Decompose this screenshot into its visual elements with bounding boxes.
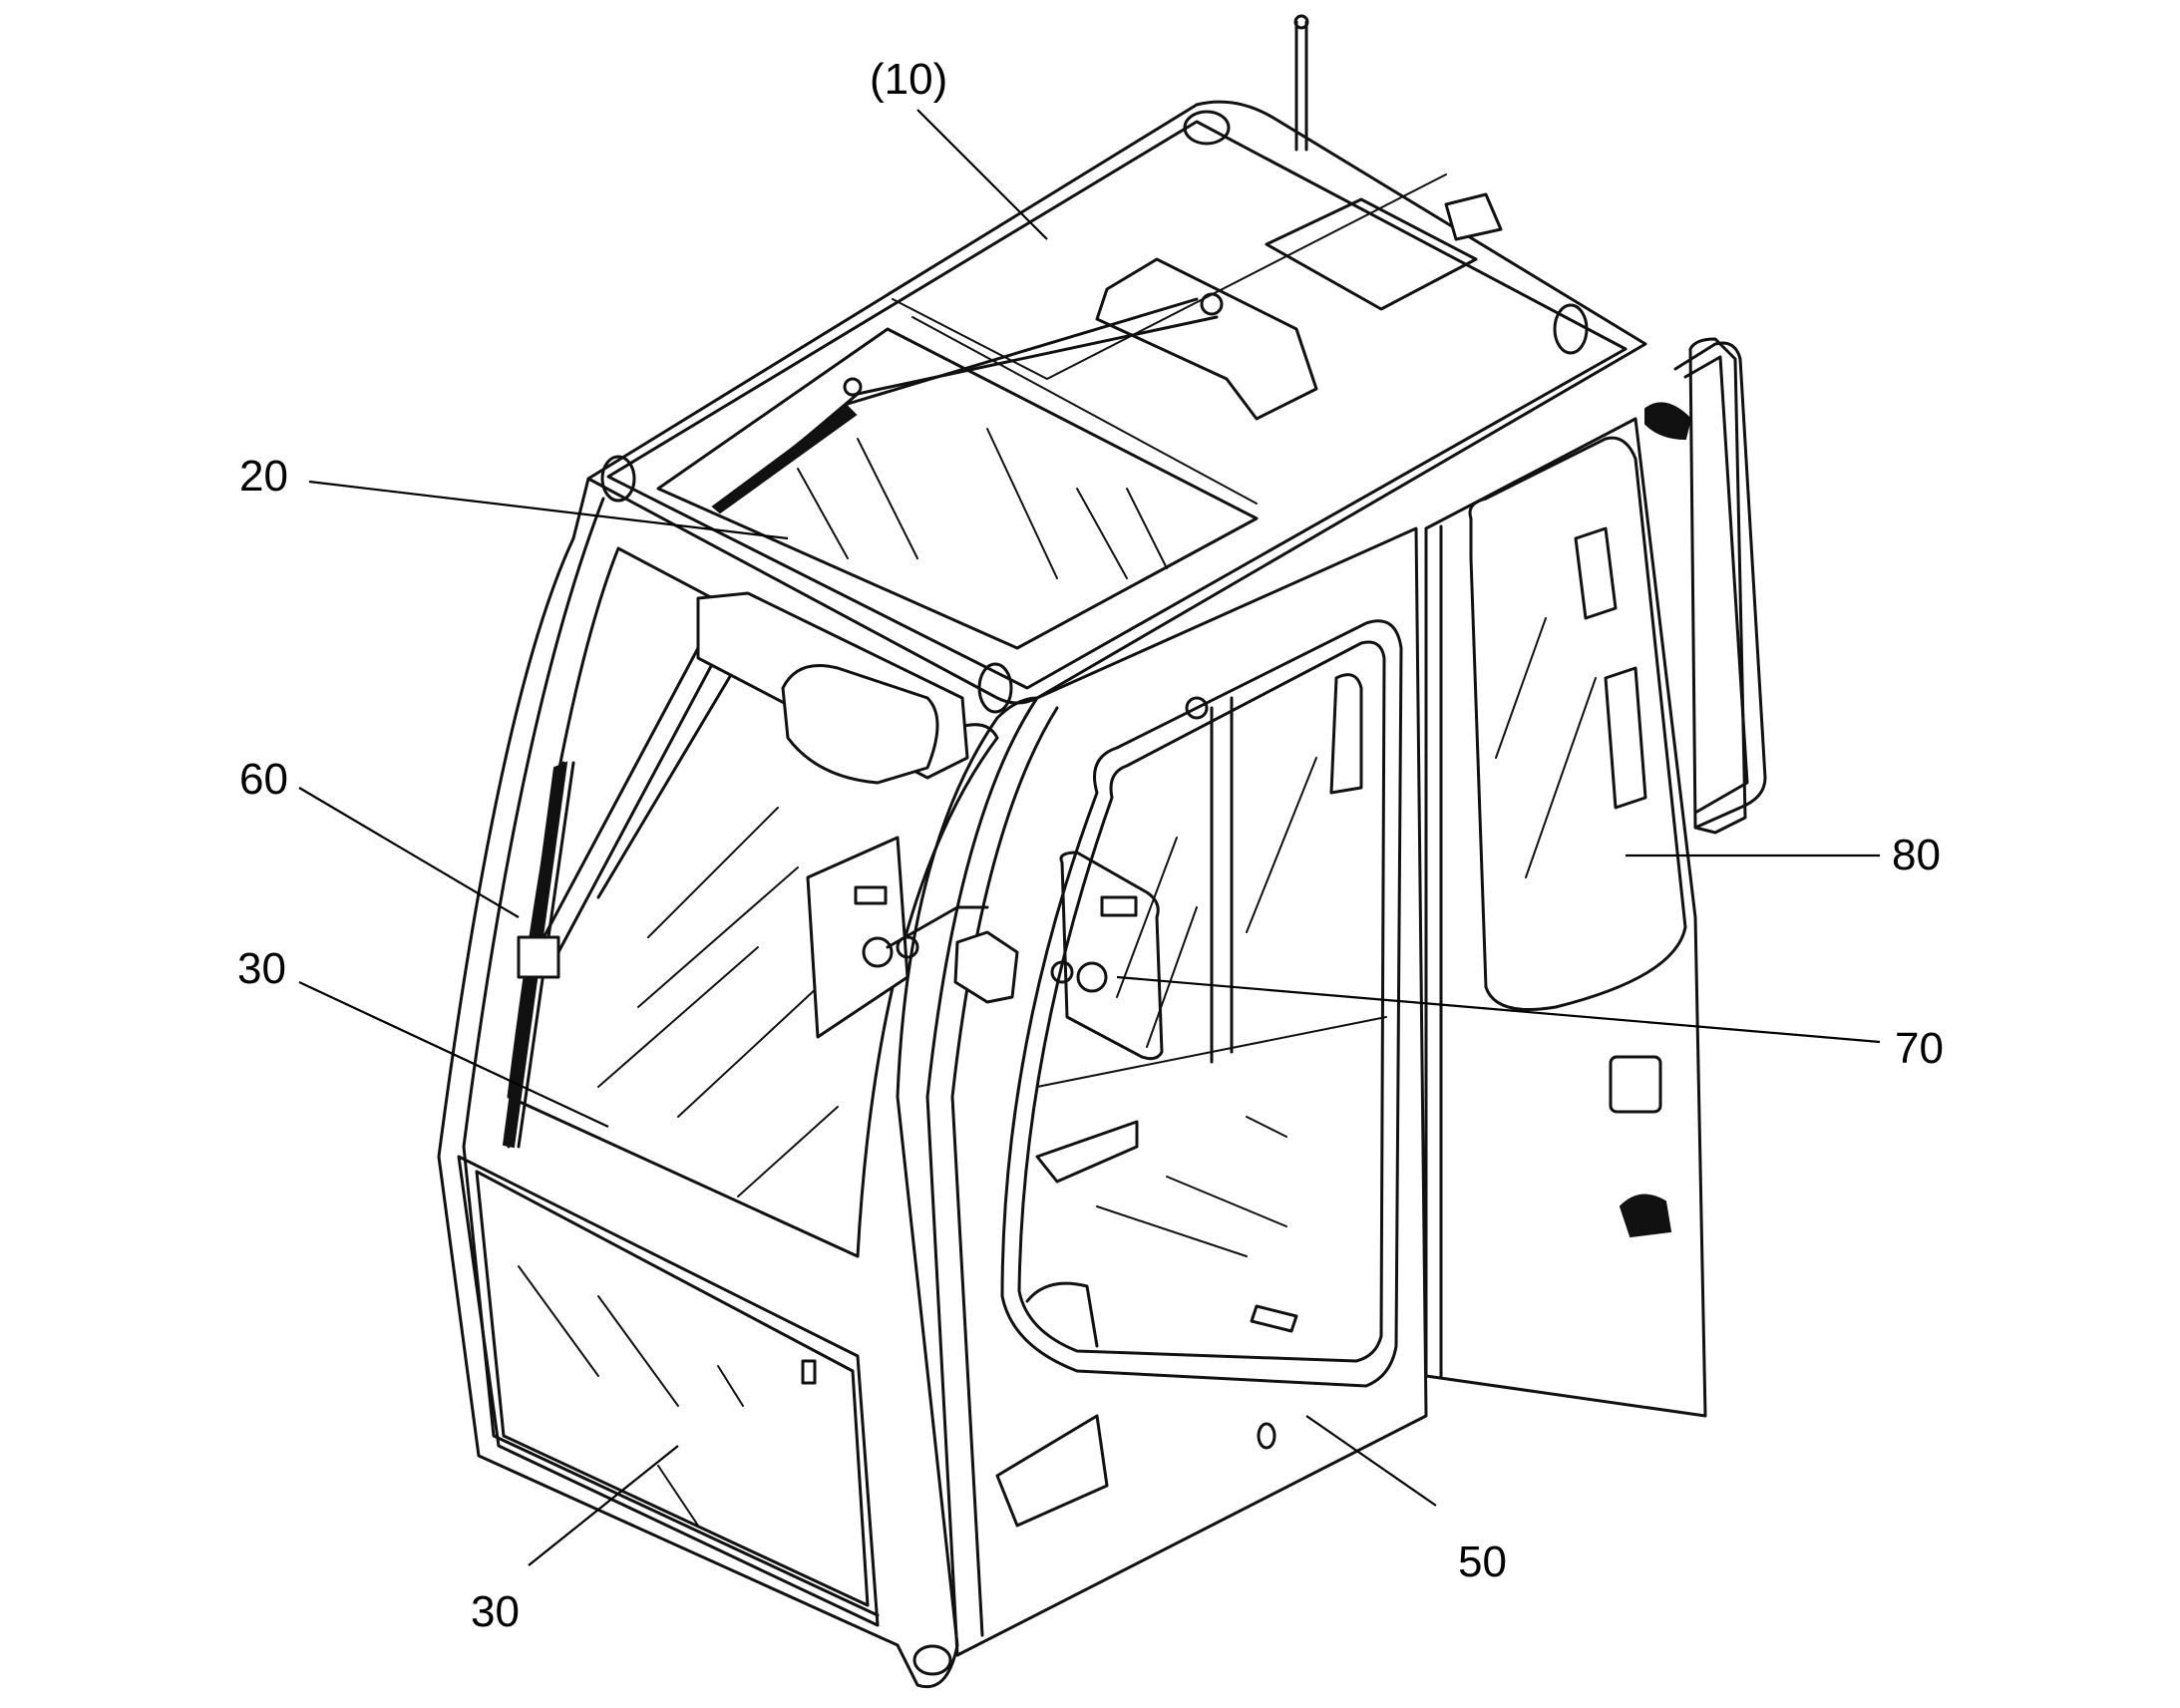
front-wiper [502, 646, 740, 1149]
leader-20 [308, 480, 789, 540]
cab-door [955, 526, 1428, 1657]
handrail [1673, 341, 1767, 830]
front-windshield-upper [507, 546, 999, 1258]
front-windshield-lower [457, 1155, 880, 1627]
front-frame [437, 477, 1059, 1688]
roof-wiper [711, 292, 1224, 514]
callout-80: 80 [1892, 831, 1941, 879]
leader-lines [298, 109, 1881, 1566]
callout-10: (10) [870, 55, 948, 104]
wiper-motor-housing [696, 591, 969, 785]
callout-60: 60 [239, 755, 288, 804]
leader-10 [916, 109, 1048, 240]
callout-30-lower: 30 [471, 1587, 520, 1636]
leader-30-lower [528, 1445, 679, 1566]
roof-hatch [1095, 192, 1503, 421]
callout-30-upper: 30 [237, 944, 286, 993]
callout-70: 70 [1895, 1024, 1944, 1073]
rear-side-window [1424, 337, 1747, 1418]
roof-window [656, 327, 1259, 650]
lifting-eyes [600, 110, 1589, 714]
antenna [1293, 14, 1309, 152]
leader-70 [1116, 975, 1881, 1044]
leader-30-upper [298, 981, 609, 1128]
leader-60 [298, 787, 520, 918]
callout-20: 20 [239, 452, 288, 501]
side-mirror-left [806, 836, 989, 1039]
callout-50: 50 [1458, 1537, 1507, 1586]
leader-50 [1305, 1415, 1437, 1507]
bottom-hook [912, 1644, 952, 1676]
side-mirror-right [953, 851, 1164, 1061]
